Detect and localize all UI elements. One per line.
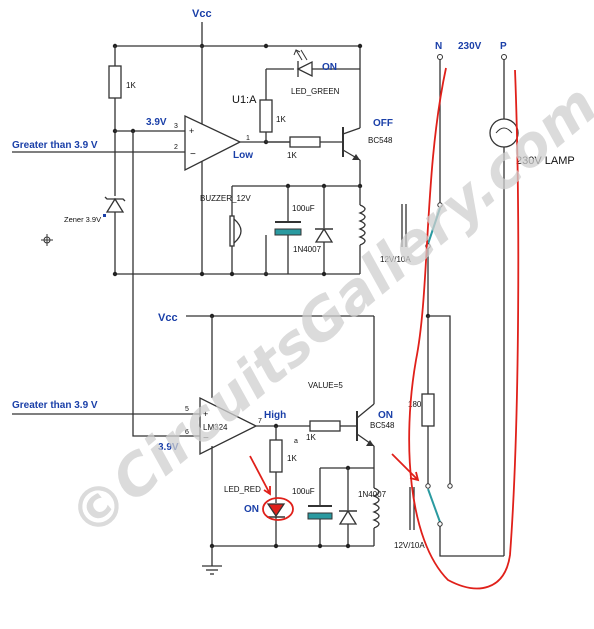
relay-bottom-label: 12V/10A — [394, 541, 425, 550]
vcc-top-label: Vcc — [192, 8, 212, 20]
relay-coil-bottom-icon — [372, 487, 380, 529]
resistor-1k-base2-label: 1K — [306, 433, 316, 442]
value5-label: VALUE=5 — [308, 381, 343, 390]
svg-text:−: − — [190, 149, 196, 160]
pin7-label: 7 — [258, 418, 262, 425]
relay-coil-top-icon — [358, 204, 366, 246]
resistor-1k-led2 — [269, 439, 283, 473]
svg-text:+: + — [189, 126, 194, 136]
led-red-icon — [266, 503, 286, 518]
zener-diode-icon — [105, 197, 125, 213]
relay-top-label: 12V/10A — [380, 255, 411, 264]
top-circuit: Vcc 1K Zener 3.9V 3.9V 3 Greater than 3. — [12, 8, 411, 437]
resistor-180-label: 180 — [408, 400, 422, 409]
pin3-label: 3 — [174, 123, 178, 130]
led-red-label: LED_RED — [224, 485, 261, 494]
arrow-led — [249, 455, 271, 495]
mains-circuit: N 230V P 230V LAMP 180 — [408, 41, 575, 557]
led-green-icon — [296, 60, 313, 78]
buzzer-icon — [229, 215, 242, 247]
resistor-1k-base — [289, 136, 321, 148]
high-label: High — [264, 410, 286, 421]
led-green-label: LED_GREEN — [291, 87, 340, 96]
resistor-180 — [421, 393, 435, 427]
relay-switch-top — [427, 207, 441, 245]
greater-than-label-top: Greater than 3.9 V — [12, 140, 98, 151]
resistor-1k-base-label: 1K — [287, 151, 297, 160]
opamp-u1a-icon — [184, 114, 242, 172]
bc548-bottom-label: BC548 — [370, 421, 395, 430]
greater-than-label-bottom: Greater than 3.9 V — [12, 400, 98, 411]
led-green-on-label: ON — [322, 62, 337, 73]
resistor-1k-led-label: 1K — [276, 115, 286, 124]
ground-icon — [202, 565, 222, 575]
svg-text:−: − — [203, 433, 209, 444]
capacitor-bottom-label: 100uF — [292, 487, 315, 496]
current-loop-annotation — [408, 67, 520, 590]
zener-label: Zener 3.9V — [64, 215, 101, 224]
node-a-label: a — [294, 438, 298, 445]
bottom-circuit: Vcc VALUE=5 Greater than 3.9 V 5 6 3.9V … — [12, 312, 425, 575]
resistor-1k-vertical-label: 1K — [126, 81, 136, 90]
transistor-bc548-bottom-icon — [356, 403, 375, 447]
buzzer-label: BUZZER_12V — [200, 194, 251, 203]
pin6-label: 6 — [185, 429, 189, 436]
capacitor-top-icon — [274, 221, 302, 236]
voltage-3-9v-bottom: 3.9V — [158, 442, 179, 453]
resistor-1k-vertical — [108, 65, 122, 99]
v230-label: 230V — [458, 41, 482, 52]
lamp-icon — [489, 118, 519, 148]
red-annotations — [249, 67, 520, 590]
resistor-1k-base2 — [309, 420, 341, 432]
diode-bottom-icon — [338, 509, 358, 525]
resistor-1k-led2-label: 1K — [287, 454, 297, 463]
relay-switch-bottom — [427, 488, 441, 523]
lamp-label: 230V LAMP — [516, 155, 575, 167]
svg-text:+: + — [203, 409, 208, 419]
diode-top-label: 1N4007 — [293, 245, 322, 254]
led-red-on-label: ON — [244, 504, 259, 515]
bc548-top-label: BC548 — [368, 136, 393, 145]
transistor-bc548-top-icon — [342, 127, 361, 161]
opamp-u1a-label: U1:A — [232, 94, 257, 106]
led-highlight-circle — [262, 497, 294, 521]
resistor-1k-led — [259, 99, 273, 133]
capacitor-bottom-icon — [307, 505, 333, 520]
pin2-label: 2 — [174, 144, 178, 151]
p-label: P — [500, 41, 507, 52]
diode-bottom-label: 1N4007 — [358, 490, 387, 499]
diode-top-icon — [314, 227, 334, 243]
crosshair-icon — [41, 234, 53, 246]
off-label: OFF — [373, 118, 393, 129]
opamp-lm324-label: LM324 — [203, 423, 228, 432]
pin5-label: 5 — [185, 406, 189, 413]
arrow-switch — [391, 453, 419, 481]
low-label: Low — [233, 150, 253, 161]
pin1-label: 1 — [246, 135, 250, 142]
voltage-3-9v-top: 3.9V — [146, 117, 167, 128]
capacitor-top-label: 100uF — [292, 204, 315, 213]
n-label: N — [435, 41, 442, 52]
opamp-lm324-icon — [199, 396, 258, 456]
vcc-bottom-label: Vcc — [158, 312, 178, 324]
on-bottom-label: ON — [378, 410, 393, 421]
